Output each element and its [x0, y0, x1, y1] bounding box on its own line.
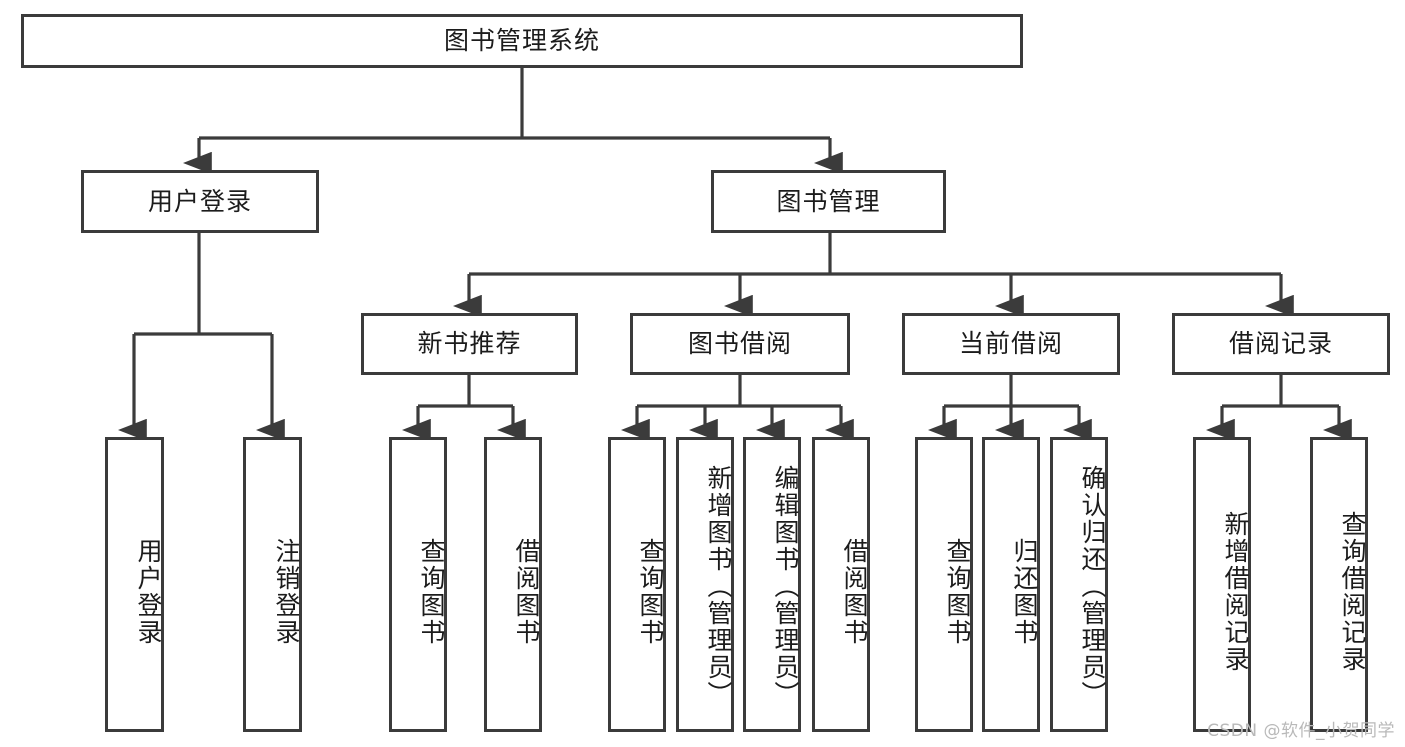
node-leaf-query-record[interactable]: 查询借阅记录 — [1310, 437, 1368, 732]
node-user-login-label: 用户登录 — [147, 186, 252, 216]
node-borrow-record-label: 借阅记录 — [1228, 329, 1333, 359]
node-leaf-user-login[interactable]: 用户登录 — [105, 437, 164, 732]
node-leaf-user-logout-label: 注销登录 — [272, 537, 301, 646]
node-leaf-user-login-label: 用户登录 — [134, 537, 163, 646]
node-leaf-query-book-current[interactable]: 查询图书 — [915, 437, 973, 732]
node-leaf-confirm-return-label: 确认归还（管理员） — [1078, 465, 1107, 708]
node-user-login[interactable]: 用户登录 — [81, 170, 319, 233]
node-leaf-return-book[interactable]: 归还图书 — [982, 437, 1040, 732]
node-book-borrow[interactable]: 图书借阅 — [630, 313, 850, 375]
node-leaf-query-book-rec[interactable]: 查询图书 — [389, 437, 447, 732]
node-root-label: 图书管理系统 — [443, 26, 600, 56]
node-leaf-borrow-book-rec-label: 借阅图书 — [512, 537, 541, 646]
node-leaf-add-book-label: 新增图书（管理员） — [704, 465, 733, 708]
node-leaf-borrow-book-label: 借阅图书 — [840, 537, 869, 646]
node-book-borrow-label: 图书借阅 — [687, 329, 792, 359]
node-leaf-return-book-label: 归还图书 — [1010, 537, 1039, 646]
node-leaf-user-logout[interactable]: 注销登录 — [243, 437, 302, 732]
node-new-book-recommend[interactable]: 新书推荐 — [361, 313, 578, 375]
node-book-manage[interactable]: 图书管理 — [711, 170, 946, 233]
node-root[interactable]: 图书管理系统 — [21, 14, 1023, 68]
node-leaf-confirm-return[interactable]: 确认归还（管理员） — [1050, 437, 1108, 732]
node-leaf-edit-book[interactable]: 编辑图书（管理员） — [743, 437, 801, 732]
node-book-manage-label: 图书管理 — [776, 186, 881, 216]
node-leaf-query-book-borrow-label: 查询图书 — [636, 537, 665, 646]
watermark-text: CSDN @软件_小贺同学 — [1207, 721, 1395, 741]
node-leaf-borrow-book[interactable]: 借阅图书 — [812, 437, 870, 732]
node-leaf-query-book-borrow[interactable]: 查询图书 — [608, 437, 666, 732]
node-leaf-add-book[interactable]: 新增图书（管理员） — [676, 437, 734, 732]
node-borrow-record[interactable]: 借阅记录 — [1172, 313, 1390, 375]
node-leaf-query-book-rec-label: 查询图书 — [417, 537, 446, 646]
node-leaf-query-record-label: 查询借阅记录 — [1338, 510, 1367, 673]
node-leaf-add-record-label: 新增借阅记录 — [1221, 510, 1250, 673]
node-leaf-borrow-book-rec[interactable]: 借阅图书 — [484, 437, 542, 732]
node-leaf-add-record[interactable]: 新增借阅记录 — [1193, 437, 1251, 732]
node-current-borrow[interactable]: 当前借阅 — [902, 313, 1120, 375]
node-leaf-query-book-current-label: 查询图书 — [943, 537, 972, 646]
node-leaf-edit-book-label: 编辑图书（管理员） — [771, 465, 800, 708]
node-current-borrow-label: 当前借阅 — [958, 329, 1063, 359]
node-new-book-recommend-label: 新书推荐 — [417, 329, 522, 359]
